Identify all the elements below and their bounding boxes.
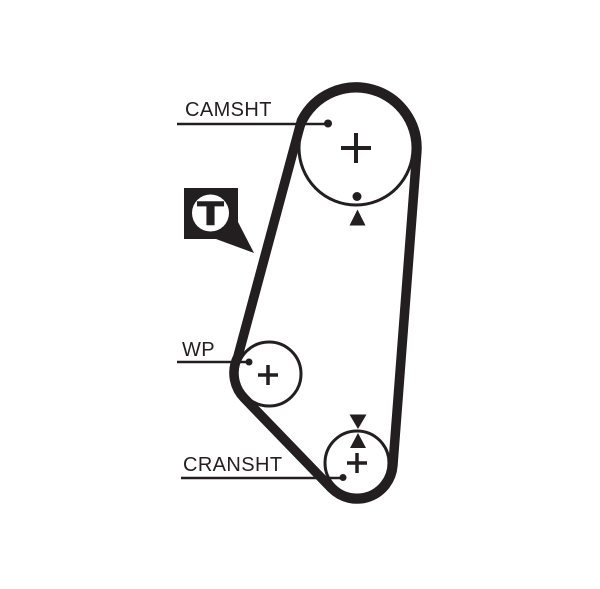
crankshaft-timing-down-triangle-icon — [349, 414, 367, 429]
camshaft-timing-up-triangle-icon — [349, 209, 366, 226]
tensioner-letter-icon: T — [198, 196, 225, 232]
water-pump-pulley-circle — [235, 340, 303, 408]
camshaft-label: CAMSHT — [185, 99, 272, 121]
tensioner-circle — [192, 194, 229, 232]
water-pump-label: WP — [182, 339, 216, 361]
timing-belt — [229, 82, 422, 504]
water-pump-center-cross-icon — [258, 365, 278, 385]
crankshaft-center-cross-icon — [347, 453, 367, 473]
crankshaft-timing-up-triangle-icon — [350, 433, 366, 448]
tensioner-marker: T — [184, 188, 254, 253]
crankshaft-label: CRANSHT — [183, 454, 283, 476]
camshaft-leader-dot — [324, 119, 332, 128]
crankshaft-leader-dot — [339, 474, 347, 481]
camshaft-pulley-circle — [297, 89, 415, 207]
water-pump-leader-dot — [245, 358, 253, 366]
camshaft-timing-dot — [352, 192, 362, 201]
crankshaft-pulley-circle — [323, 429, 391, 497]
camshaft-center-cross-icon — [341, 133, 371, 163]
